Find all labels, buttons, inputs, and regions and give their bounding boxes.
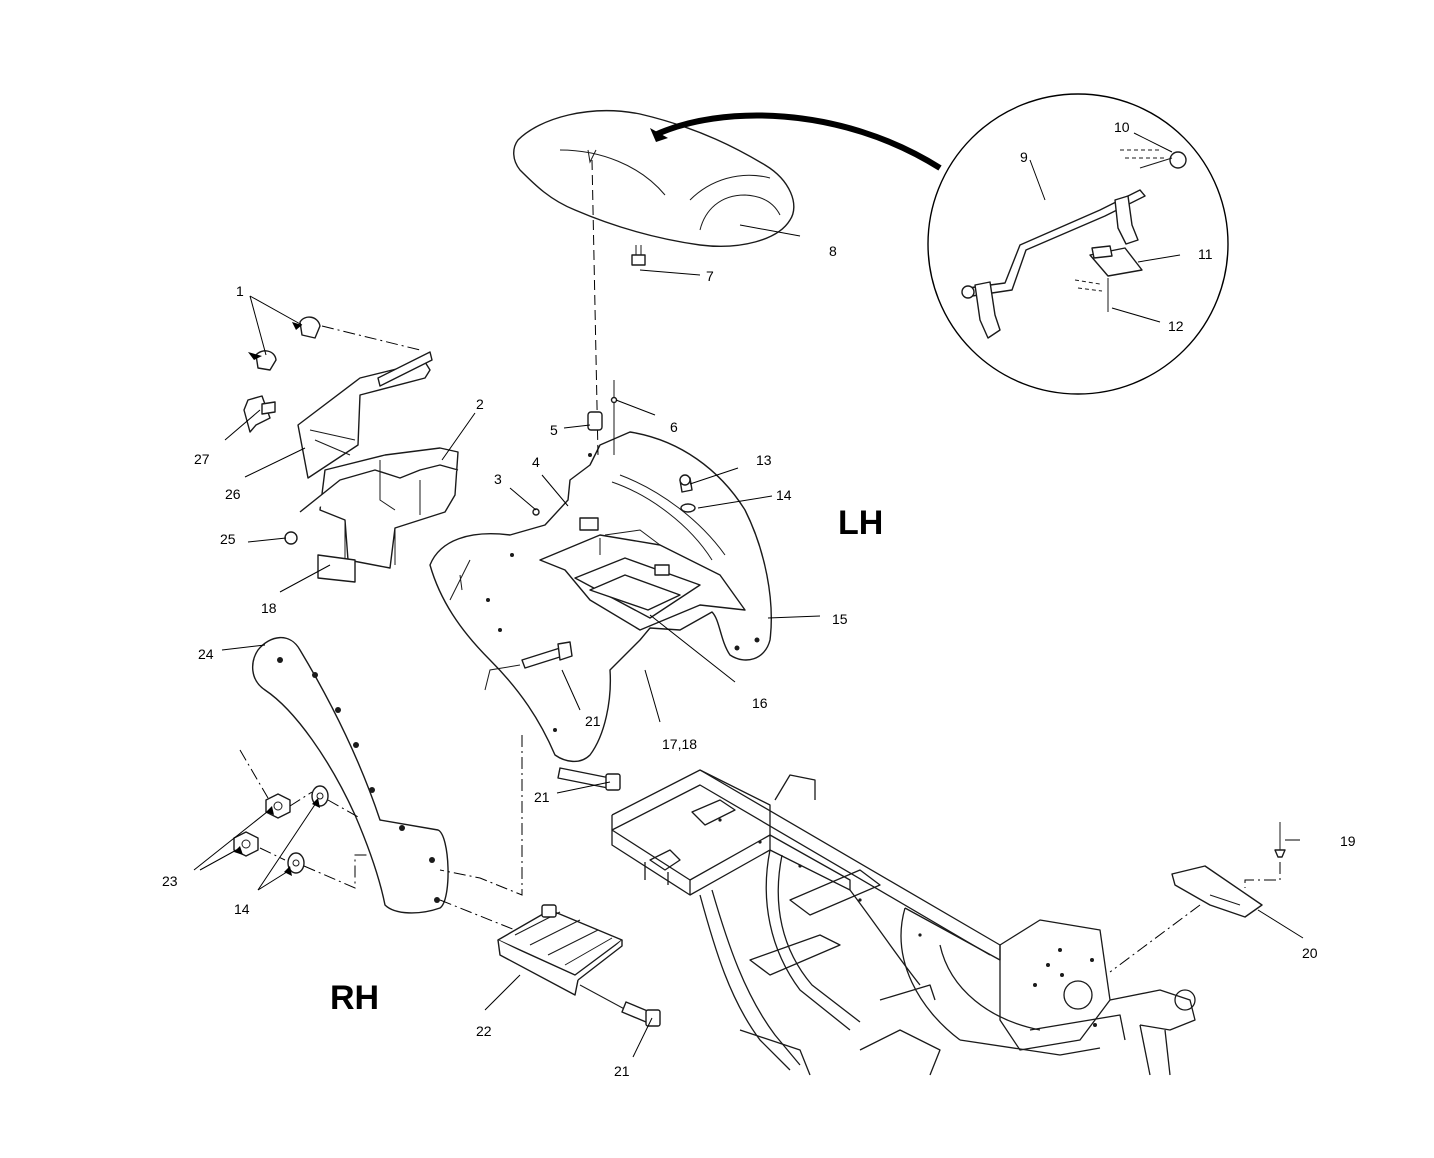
callout-25: 25 — [220, 531, 236, 547]
detail-arrow — [653, 112, 942, 171]
callout-21-mid: 21 — [585, 713, 601, 729]
screw-13 — [679, 474, 693, 493]
callout-3: 3 — [494, 471, 502, 487]
callout-24: 24 — [198, 646, 214, 662]
callout-20: 20 — [1302, 945, 1318, 961]
plate-18 — [317, 554, 356, 583]
callout-8: 8 — [829, 243, 837, 259]
callout-18: 18 — [261, 600, 277, 616]
box-cover — [297, 351, 433, 479]
grommet-25 — [284, 531, 298, 545]
storage-box — [299, 447, 459, 569]
cover-strap-bracket — [243, 395, 276, 433]
seat-centerline — [591, 159, 599, 456]
right-hand-label: RH — [330, 979, 379, 1017]
callout-1: 1 — [236, 283, 244, 299]
callout-10: 10 — [1114, 119, 1130, 135]
callout-16: 16 — [752, 695, 768, 711]
callout-14-top: 14 — [776, 487, 792, 503]
rivet-19 — [1274, 822, 1286, 858]
bolt-21-mid — [484, 641, 573, 691]
footrest-22 — [497, 904, 631, 1013]
callout-2: 2 — [476, 396, 484, 412]
callout-13: 13 — [756, 452, 772, 468]
callout-11: 11 — [1198, 246, 1213, 262]
callout-5: 5 — [550, 422, 558, 438]
seat-latch-detail — [927, 93, 1229, 395]
callout-22: 22 — [476, 1023, 492, 1039]
leader-lines — [193, 224, 1304, 1058]
seat — [513, 110, 795, 266]
callout-6: 6 — [670, 419, 678, 435]
callout-23: 23 — [162, 873, 178, 889]
rear-fender — [429, 431, 772, 763]
vehicle-frame — [611, 769, 1196, 1076]
bolt-21-bottom — [621, 1001, 661, 1027]
strap-clips — [255, 316, 421, 371]
plate-20 — [1171, 865, 1263, 918]
callout-17-18: 17,18 — [662, 736, 697, 752]
rh-fender-flap — [252, 636, 449, 914]
callout-12: 12 — [1168, 318, 1184, 334]
callout-15: 15 — [832, 611, 848, 627]
bolt-21-low — [557, 767, 621, 791]
callout-9: 9 — [1020, 149, 1028, 165]
callout-21-low: 21 — [534, 789, 550, 805]
nut-23-upper — [265, 793, 291, 819]
callout-27: 27 — [194, 451, 210, 467]
callout-26: 26 — [225, 486, 241, 502]
callout-19: 19 — [1340, 833, 1356, 849]
washer-14-top — [680, 503, 696, 513]
rivet-3 — [532, 508, 540, 516]
washer-14-lower — [287, 852, 305, 874]
callout-7: 7 — [706, 268, 714, 284]
left-hand-label: LH — [838, 504, 883, 542]
callout-14-bottom: 14 — [234, 901, 250, 917]
callout-21-bottom: 21 — [614, 1063, 630, 1079]
callout-4: 4 — [532, 454, 540, 470]
grommet-5 — [587, 411, 603, 431]
